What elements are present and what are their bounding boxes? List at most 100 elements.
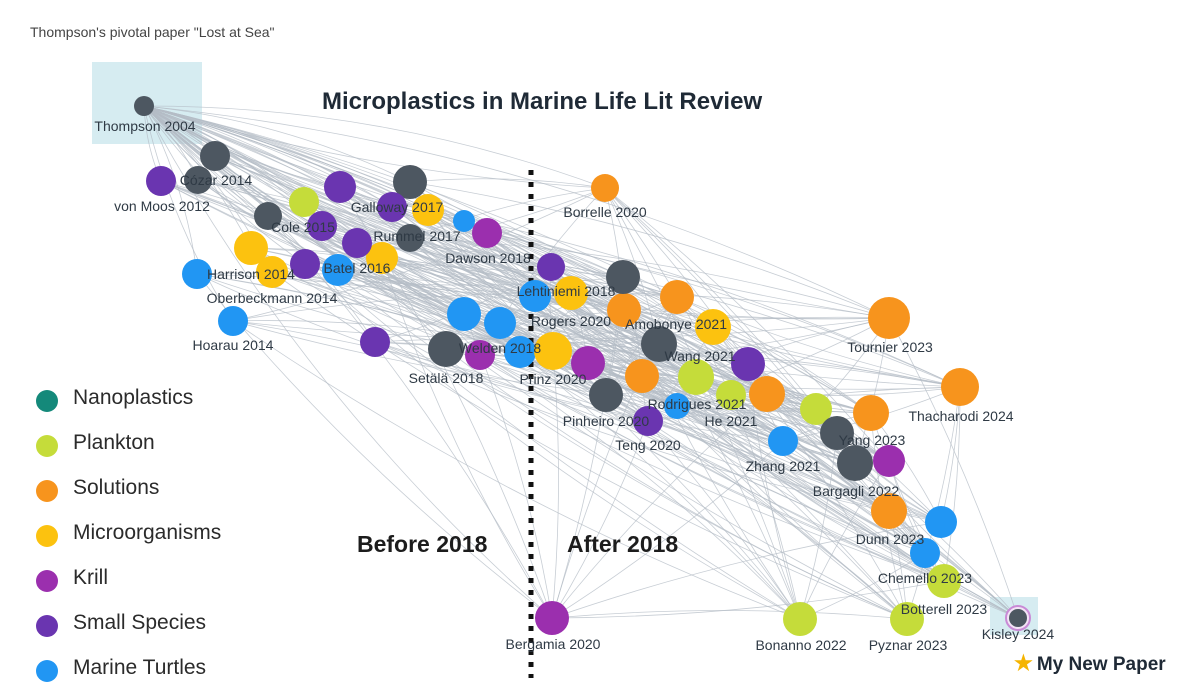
citation-edge xyxy=(730,394,890,462)
citation-edge xyxy=(551,350,559,619)
paper-node[interactable] xyxy=(695,309,731,345)
paper-node[interactable] xyxy=(200,141,230,171)
paper-node[interactable] xyxy=(519,280,551,312)
paper-node[interactable] xyxy=(484,307,516,339)
paper-node[interactable] xyxy=(731,347,765,381)
paper-node[interactable] xyxy=(890,602,924,636)
paper-node[interactable] xyxy=(853,395,889,431)
paper-node[interactable] xyxy=(868,297,910,339)
paper-node[interactable] xyxy=(678,359,714,395)
paper-node[interactable] xyxy=(218,306,248,336)
paper-label: Hoarau 2014 xyxy=(193,337,274,353)
citation-edge xyxy=(271,271,961,388)
paper-node[interactable] xyxy=(633,406,663,436)
paper-label: Tournier 2023 xyxy=(847,339,933,355)
paper-node[interactable] xyxy=(749,376,785,412)
paper-node[interactable] xyxy=(571,346,605,380)
paper-label: Rogers 2020 xyxy=(531,313,611,329)
citation-edge xyxy=(676,317,890,407)
citation-edge xyxy=(551,393,768,619)
paper-node[interactable] xyxy=(783,602,817,636)
citation-edge xyxy=(551,521,942,619)
paper-node[interactable] xyxy=(290,249,320,279)
citation-edge xyxy=(463,220,749,365)
paper-node[interactable] xyxy=(925,506,957,538)
paper-node[interactable] xyxy=(393,165,427,199)
paper-node[interactable] xyxy=(837,445,873,481)
caption: Thompson's pivotal paper "Lost at Sea" xyxy=(30,24,275,40)
paper-node[interactable] xyxy=(873,445,905,477)
paper-node[interactable] xyxy=(606,260,640,294)
paper-node[interactable] xyxy=(927,564,961,598)
paper-node[interactable] xyxy=(396,224,424,252)
paper-node[interactable] xyxy=(146,166,176,196)
citation-edge xyxy=(445,276,624,350)
paper-node[interactable] xyxy=(716,380,746,410)
paper-label: Botterell 2023 xyxy=(901,601,988,617)
paper-node[interactable] xyxy=(465,340,495,370)
paper-label: Harrison 2014 xyxy=(207,266,295,282)
paper-node[interactable] xyxy=(134,96,154,116)
paper-node[interactable] xyxy=(366,242,398,274)
paper-node[interactable] xyxy=(941,368,979,406)
paper-node[interactable] xyxy=(504,336,536,368)
paper-label: Rodrigues 2021 xyxy=(648,396,747,412)
my-new-paper-label: ★My New Paper xyxy=(1014,651,1166,676)
paper-node[interactable] xyxy=(554,276,588,310)
citation-edge xyxy=(197,179,572,294)
citation-edge xyxy=(676,296,872,414)
paper-node[interactable] xyxy=(535,601,569,635)
paper-node[interactable] xyxy=(324,171,356,203)
paper-node[interactable] xyxy=(289,187,319,217)
paper-node[interactable] xyxy=(472,218,502,248)
paper-node[interactable] xyxy=(660,280,694,314)
paper-node[interactable] xyxy=(360,327,390,357)
paper-node[interactable] xyxy=(910,538,940,568)
paper-node[interactable] xyxy=(307,211,337,241)
paper-node[interactable] xyxy=(768,426,798,456)
citation-edge xyxy=(356,242,1019,619)
paper-node[interactable] xyxy=(342,228,372,258)
paper-node[interactable] xyxy=(537,253,565,281)
citation-edge xyxy=(676,405,856,464)
paper-node[interactable] xyxy=(234,231,268,265)
citation-edge xyxy=(143,105,606,189)
star-icon: ★ xyxy=(1014,652,1033,675)
citation-edge xyxy=(551,610,908,620)
legend-swatch xyxy=(36,435,58,457)
citation-edge xyxy=(550,266,945,582)
paper-node[interactable] xyxy=(664,393,690,419)
citation-edge xyxy=(250,247,945,582)
paper-node[interactable] xyxy=(322,254,354,286)
paper-node[interactable] xyxy=(254,202,282,230)
paper-node[interactable] xyxy=(800,393,832,425)
paper-label: Amobonye 2021 xyxy=(625,316,727,332)
paper-label: von Moos 2012 xyxy=(114,198,210,214)
paper-node[interactable] xyxy=(184,166,212,194)
paper-node[interactable] xyxy=(1009,609,1027,627)
paper-node[interactable] xyxy=(820,416,854,450)
paper-node[interactable] xyxy=(625,359,659,393)
paper-node[interactable] xyxy=(591,174,619,202)
legend-swatch xyxy=(36,390,58,412)
paper-label: Borrelle 2020 xyxy=(563,204,646,220)
paper-nodes xyxy=(134,96,1031,636)
paper-node[interactable] xyxy=(256,256,288,288)
citation-edge xyxy=(409,178,606,189)
paper-node[interactable] xyxy=(453,210,475,232)
paper-node[interactable] xyxy=(534,332,572,370)
paper-node[interactable] xyxy=(589,378,623,412)
paper-node[interactable] xyxy=(447,297,481,331)
paper-node[interactable] xyxy=(182,259,212,289)
paper-label: Cózar 2014 xyxy=(180,172,253,188)
paper-node[interactable] xyxy=(607,293,641,327)
paper-node[interactable] xyxy=(412,194,444,226)
paper-node[interactable] xyxy=(641,326,677,362)
legend-swatch xyxy=(36,570,58,592)
paper-label: Thompson 2004 xyxy=(94,118,195,134)
legend-label: Small Species xyxy=(73,611,207,634)
paper-node[interactable] xyxy=(871,493,907,529)
paper-node[interactable] xyxy=(428,331,464,367)
paper-node[interactable] xyxy=(377,192,407,222)
